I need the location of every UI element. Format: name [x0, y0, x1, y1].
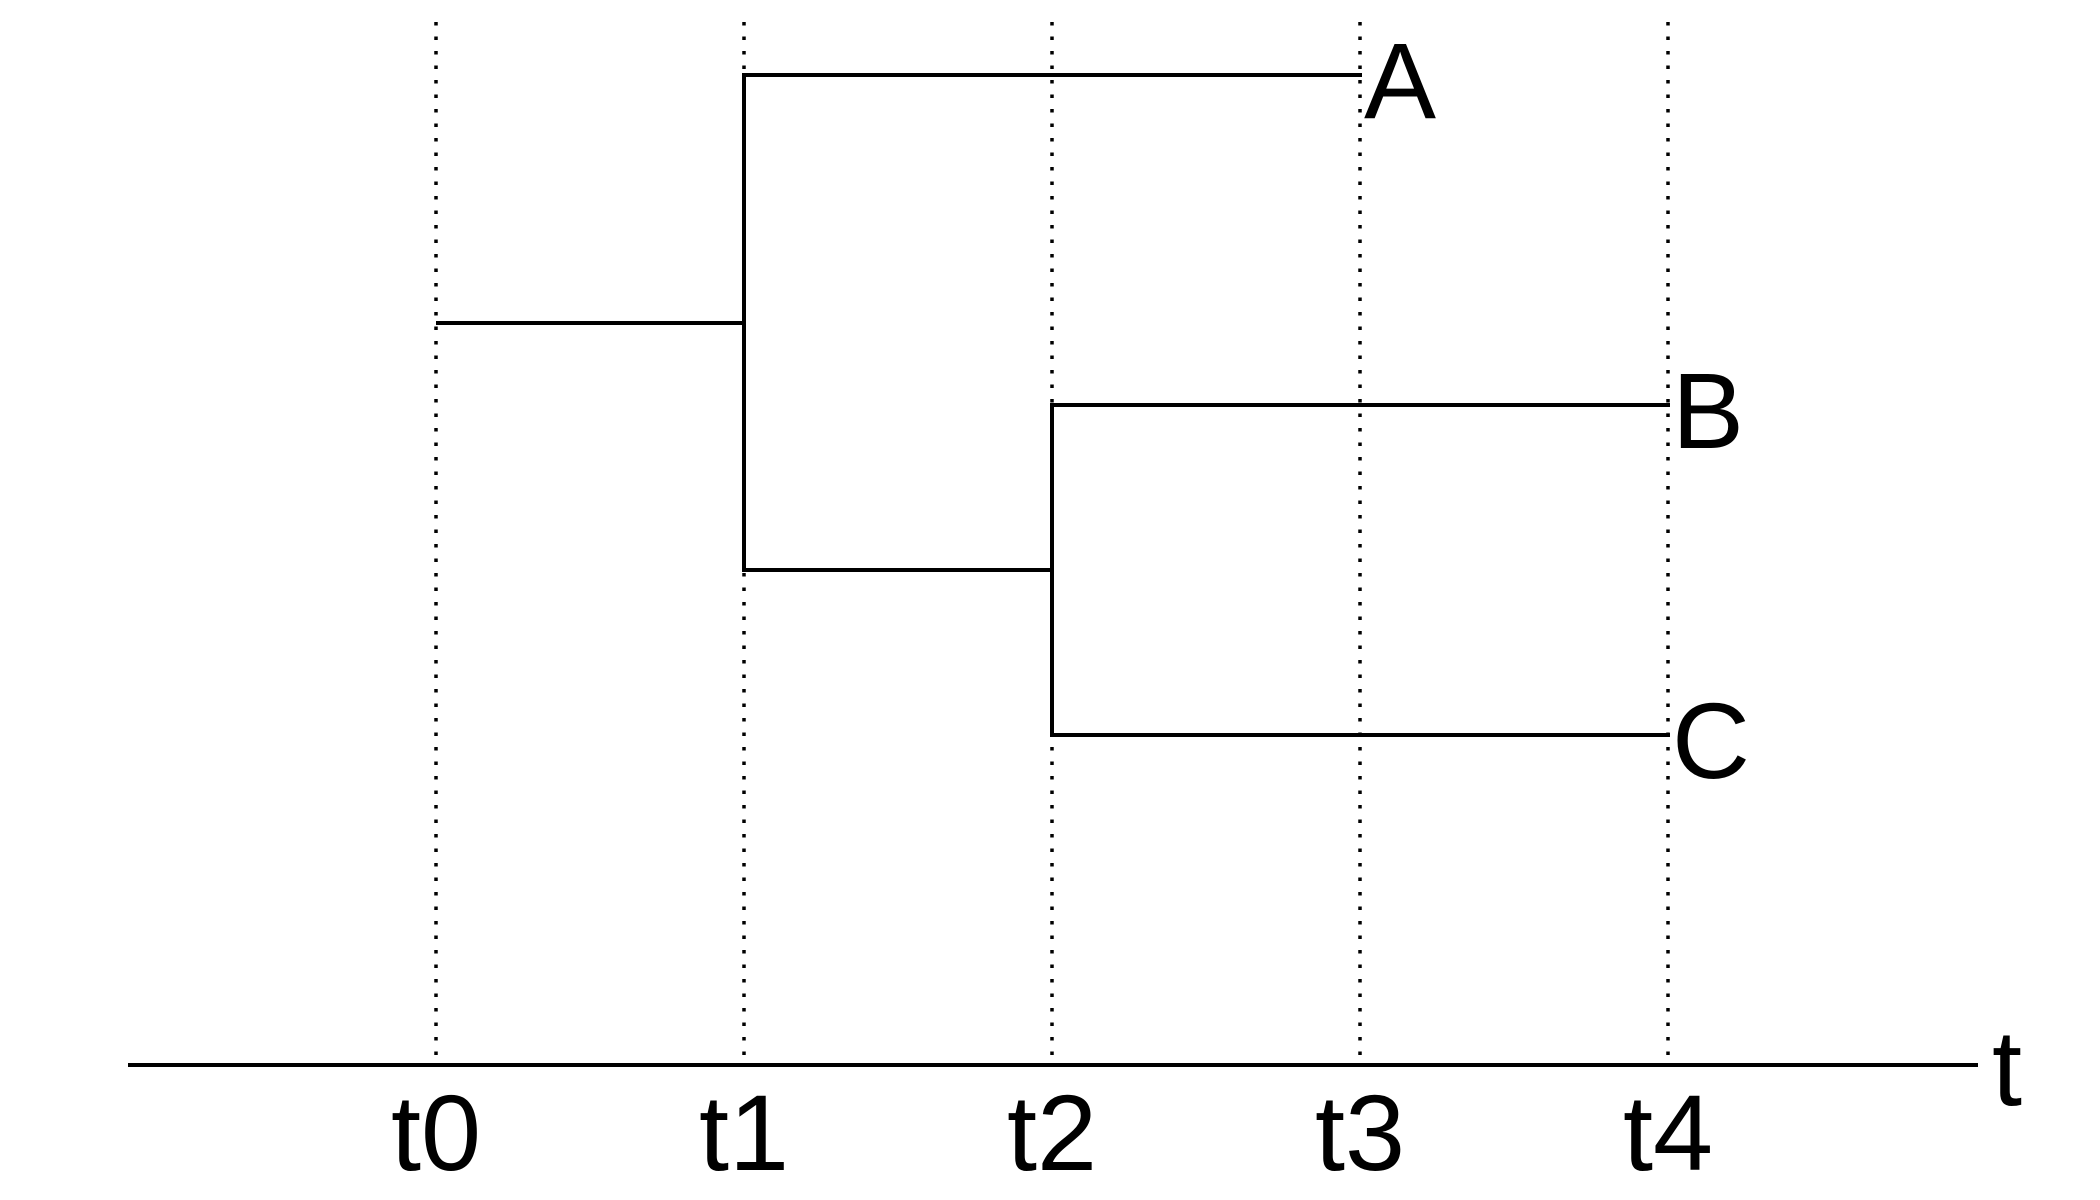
time-axis-label: t: [1992, 1007, 2022, 1128]
tick-label-t2: t2: [1007, 1072, 1097, 1193]
tick-label-t1: t1: [699, 1072, 789, 1193]
leaf-label-A: A: [1364, 20, 1436, 141]
tree-branches: [436, 73, 1670, 737]
tick-label-t4: t4: [1623, 1072, 1713, 1193]
leaf-label-B: B: [1672, 350, 1744, 471]
leaf-label-C: C: [1672, 680, 1750, 801]
leaf-labels: A B C: [1364, 20, 1750, 801]
tick-label-t0: t0: [391, 1072, 481, 1193]
time-axis: t t0 t1 t2 t3 t4: [128, 1007, 2022, 1193]
tick-label-t3: t3: [1315, 1072, 1405, 1193]
